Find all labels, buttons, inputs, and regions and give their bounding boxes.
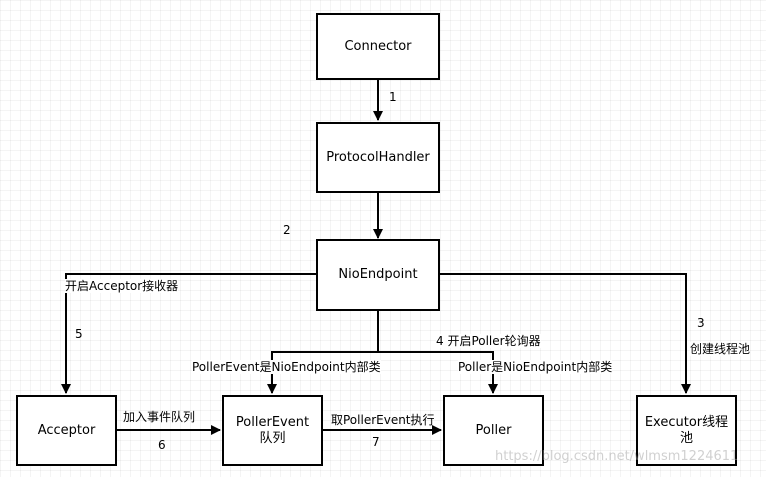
label-step3: 3 bbox=[697, 316, 705, 330]
label-step2: 2 bbox=[283, 223, 291, 237]
connector-box: Connector bbox=[316, 13, 440, 80]
edge-nioendpoint-executor bbox=[440, 273, 691, 394]
label-step7: 7 bbox=[372, 435, 380, 449]
label-step5: 5 bbox=[75, 327, 83, 341]
label-create-pool: 创建线程池 bbox=[690, 342, 751, 356]
watermark-text: https://blog.csdn.net/wlmsm1224611 bbox=[495, 449, 739, 464]
label-take-pollerevent: 取PollerEvent执行 bbox=[331, 413, 435, 427]
poller-box: Poller bbox=[443, 395, 544, 466]
label-pollerevent-inner: PollerEvent是NioEndpoint内部类 bbox=[192, 360, 381, 374]
edge-nioendpoint-acceptor bbox=[61, 273, 316, 394]
label-step6: 6 bbox=[158, 438, 166, 452]
label-acceptor-start: 开启Acceptor接收器 bbox=[65, 279, 179, 293]
edge-nioendpoint-pollerevent bbox=[267, 351, 378, 394]
executor-box: Executor线程 池 bbox=[636, 395, 737, 466]
label-step1: 1 bbox=[389, 90, 397, 104]
poller-event-queue-box: PollerEvent 队列 bbox=[222, 395, 323, 466]
label-poller-inner: Poller是NioEndpoint内部类 bbox=[458, 360, 613, 374]
edge-nioendpoint-poller bbox=[378, 351, 498, 394]
protocol-handler-box: ProtocolHandler bbox=[316, 122, 440, 193]
nio-endpoint-box: NioEndpoint bbox=[316, 239, 440, 311]
acceptor-box: Acceptor bbox=[16, 395, 117, 466]
label-step4-poller-start: 4 开启Poller轮询器 bbox=[436, 334, 541, 348]
label-add-event-queue: 加入事件队列 bbox=[123, 410, 196, 424]
